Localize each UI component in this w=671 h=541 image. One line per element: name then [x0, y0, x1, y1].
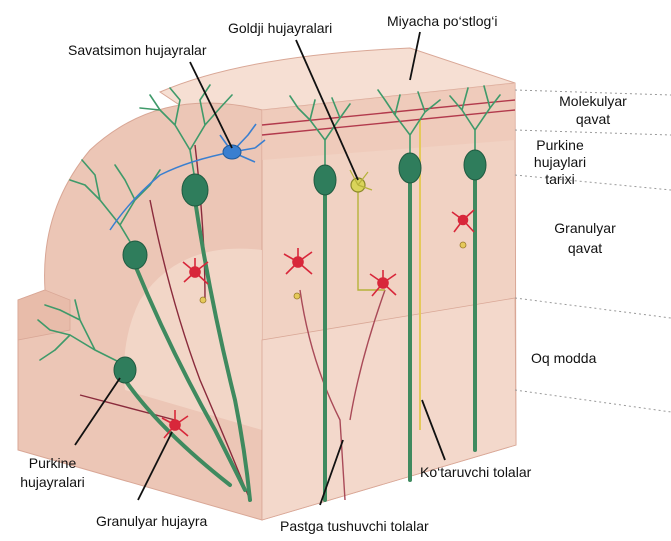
label-purkinje-cells-line2: hujayralari — [5, 474, 100, 491]
guide-white — [515, 390, 671, 412]
label-purkinje-cells-line1: Purkine — [5, 455, 100, 472]
label-granule-cell: Granulyar hujayra — [96, 513, 207, 530]
purkinje-soma-4 — [314, 165, 336, 195]
label-ascending-fibers: Ko‘taruvchi tolalar — [420, 464, 531, 481]
synapse-dot-2 — [200, 297, 206, 303]
label-purkinje-layer-line1: Purkine — [520, 137, 600, 154]
guide-granular — [515, 298, 671, 318]
label-descending-fibers: Pastga tushuvchi tolalar — [280, 518, 429, 535]
label-molecular-line1: Molekulyar — [548, 93, 638, 110]
label-granular-layer-line1: Granulyar — [540, 220, 630, 237]
purkinje-soma-6 — [464, 150, 486, 180]
purkinje-soma-2 — [123, 241, 147, 269]
synapse-dot-1 — [294, 293, 300, 299]
purkinje-soma-1 — [182, 174, 208, 206]
guide-purkinje — [515, 130, 671, 135]
label-golgi: Goldji hujayralari — [228, 20, 332, 37]
purkinje-soma-3 — [114, 357, 136, 383]
label-molecular-line2: qavat — [548, 111, 638, 128]
purkinje-soma-5 — [399, 153, 421, 183]
label-basket: Savatsimon hujayralar — [68, 42, 207, 59]
label-purkinje-layer-line3: tarixi — [520, 171, 600, 188]
label-purkinje-layer-line2: hujaylari — [520, 154, 600, 171]
label-granular-layer-line2: qavat — [540, 240, 630, 257]
label-cortex: Miyacha po‘stlog‘i — [387, 13, 498, 30]
label-white-matter: Oq modda — [531, 350, 596, 367]
synapse-dot-3 — [460, 242, 466, 248]
